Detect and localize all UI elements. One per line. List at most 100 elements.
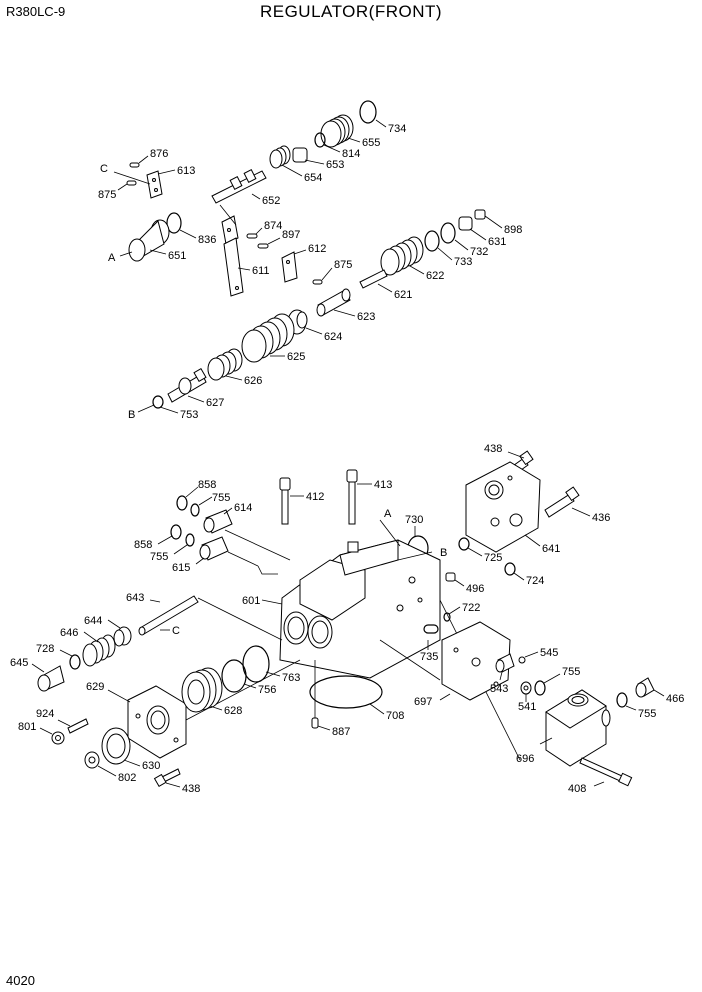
rod-643 (138, 595, 199, 636)
spring-625 (241, 313, 295, 363)
part-label: 626 (244, 375, 262, 387)
bolt-413 (346, 469, 358, 525)
part-label: 728 (36, 643, 54, 655)
plug-466 (635, 677, 655, 698)
block-696 (545, 689, 611, 767)
o-ring-708 (309, 675, 383, 709)
ring-814 (314, 132, 326, 148)
part-label: 413 (374, 479, 392, 491)
part-label: 644 (84, 615, 102, 627)
piston-614 (203, 509, 233, 534)
plug-541 (520, 681, 532, 695)
part-label: 643 (126, 592, 144, 604)
part-label: 755 (150, 551, 168, 563)
seat-653 (292, 147, 308, 163)
part-label: 733 (454, 256, 472, 268)
part-label: 438 (484, 443, 502, 455)
part-label: 412 (306, 491, 324, 503)
part-label: 654 (304, 172, 322, 184)
part-label: 763 (282, 672, 300, 684)
o-ring-755 (190, 503, 200, 517)
part-label: 753 (180, 409, 198, 421)
part-label: 543 (490, 683, 508, 695)
part-label: 651 (168, 250, 186, 262)
part-label: 611 (252, 265, 270, 277)
ref-letter: A (108, 252, 116, 264)
part-label: 755 (562, 666, 580, 678)
lever-613 (146, 170, 163, 199)
o-ring-763 (242, 645, 270, 683)
o-ring-755-d (616, 692, 628, 708)
part-label: 646 (60, 627, 78, 639)
part-label: 631 (488, 236, 506, 248)
part-label: 836 (198, 234, 216, 246)
part-label: 623 (357, 311, 375, 323)
part-label: 755 (212, 492, 230, 504)
sleeve-651 (128, 219, 170, 262)
spring-654 (269, 145, 291, 169)
spool-621 (359, 269, 388, 289)
seat-631 (458, 216, 473, 231)
plug-496 (445, 572, 456, 582)
bolt-412 (279, 477, 291, 525)
part-label: 732 (470, 246, 488, 258)
pin-887 (311, 717, 319, 729)
o-ring-722 (443, 612, 451, 622)
part-label: 722 (462, 602, 480, 614)
part-label: 624 (324, 331, 342, 343)
piston-615 (199, 536, 229, 561)
ref-letter: C (100, 163, 108, 175)
ref-letter: C (172, 625, 180, 637)
part-label: 814 (342, 148, 360, 160)
part-label: 629 (86, 681, 104, 693)
part-label: 730 (405, 514, 423, 526)
part-label: 545 (540, 647, 558, 659)
cover-697 (441, 621, 511, 701)
lever-611 (221, 215, 244, 297)
bolt-408 (579, 757, 633, 787)
part-label: 438 (182, 783, 200, 795)
o-ring-756 (221, 659, 247, 693)
seal-735 (423, 624, 439, 634)
bolt-436 (544, 486, 580, 518)
part-label: 614 (234, 502, 252, 514)
o-ring-728 (69, 654, 81, 670)
part-label: 655 (362, 137, 380, 149)
ref-letter: B (128, 409, 135, 421)
part-label: 697 (414, 696, 432, 708)
part-label: 496 (466, 583, 484, 595)
nut-801 (51, 731, 65, 745)
spool-652 (211, 169, 267, 204)
nut-802 (84, 751, 100, 769)
part-label: 801 (18, 721, 36, 733)
ring-836 (166, 212, 182, 234)
o-ring-734 (359, 100, 377, 124)
cover-641 (465, 461, 541, 553)
part-label: 625 (287, 351, 305, 363)
spring-646 (82, 634, 116, 667)
lock-nut-630 (101, 727, 131, 765)
ref-letter: B (440, 547, 447, 559)
sleeve-543 (495, 653, 515, 673)
ring-858 (176, 495, 188, 511)
part-label: 858 (198, 479, 216, 491)
o-ring-733 (424, 230, 440, 252)
part-label: 601 (242, 595, 260, 607)
part-label: 613 (177, 165, 195, 177)
pin-897 (257, 243, 269, 249)
part-label: 641 (542, 543, 560, 555)
o-ring-755-b (185, 533, 195, 547)
part-label: 408 (568, 783, 586, 795)
part-label: 924 (36, 708, 54, 720)
pin-876 (129, 162, 140, 168)
o-ring-755-c (534, 680, 546, 696)
o-ring-724 (504, 562, 516, 576)
part-label: 874 (264, 220, 282, 232)
o-ring-753 (152, 395, 164, 409)
spring-626 (207, 348, 243, 381)
part-label: 696 (516, 753, 534, 765)
lever-612 (281, 251, 298, 283)
part-label: 735 (420, 651, 438, 663)
part-label: 725 (484, 552, 502, 564)
